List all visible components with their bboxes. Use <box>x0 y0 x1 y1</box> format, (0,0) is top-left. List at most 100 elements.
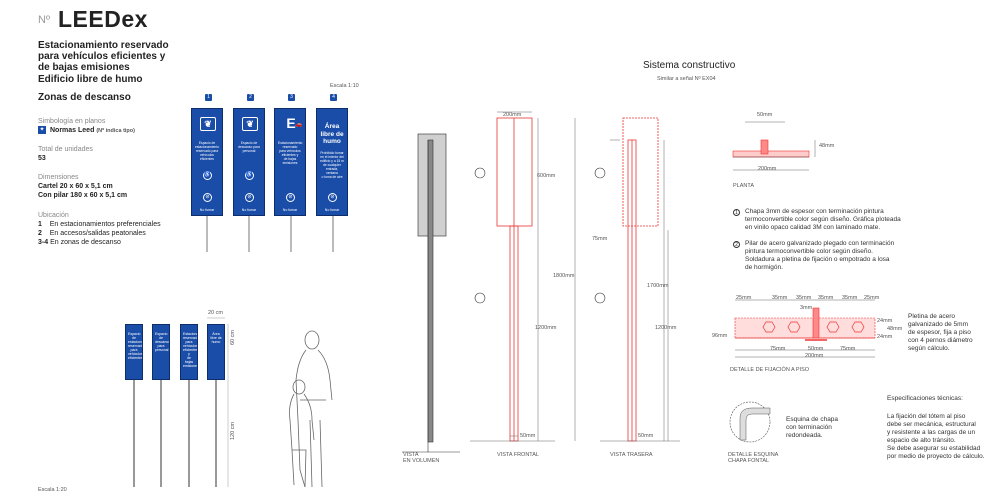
heading-third: Zonas de descanso <box>38 92 131 103</box>
dim-1200b: 1200mm <box>655 325 677 331</box>
dim-50: 50mm <box>520 433 536 439</box>
fix-dim-a: 25mm <box>736 295 752 301</box>
sign-number-1: 1 <box>205 94 212 101</box>
scale-top: Escala 1:10 <box>330 83 359 89</box>
note-1-text: Chapa 3mm de espesor con terminación pin… <box>745 208 901 231</box>
fix-dim-l: 96mm <box>712 333 728 339</box>
e-icon: E <box>286 115 296 131</box>
ubicacion-label: Ubicación <box>38 212 69 219</box>
ubicacion-item: 3-4 En zonas de descanso <box>38 239 121 246</box>
dim-48: 48mm <box>819 143 835 149</box>
sign-stake <box>332 216 334 252</box>
view-volume-label: VISTA EN VOLUMEN <box>403 452 440 464</box>
no-smoking-icon: ⊘ <box>245 193 254 202</box>
volume-view <box>402 133 460 453</box>
dim-1800: 1800mm <box>553 273 575 279</box>
sign-number-2: 2 <box>247 94 254 101</box>
fix-dim-n: 48mm <box>887 326 903 332</box>
fixing-detail <box>734 299 876 358</box>
dim-75: 75mm <box>592 236 608 242</box>
sign-stake <box>206 216 208 252</box>
total-label: Total de unidades <box>38 146 93 153</box>
sign-number-3: 3 <box>288 94 295 101</box>
fix-dim-e: 35mm <box>842 295 858 301</box>
ubicacion-list: 1 En estacionamientos preferenciales 2 E… <box>38 221 161 246</box>
fix-dim-b: 35mm <box>772 295 788 301</box>
rear-dims <box>600 139 680 442</box>
front-dims <box>470 111 576 442</box>
number-prefix: Nº <box>38 14 50 26</box>
simbologia-label: Simbología en planos <box>38 118 106 125</box>
person-adult-silhouette <box>295 330 333 488</box>
sign-pole <box>133 380 135 487</box>
small-sign-3: Estacionamiento reservado para vehículos… <box>180 324 198 380</box>
small-sign-2: Espacio de descanso para personal <box>152 324 170 380</box>
plan-view <box>732 121 816 171</box>
no-smoking-icon: ⊘ <box>286 193 295 202</box>
view-front-label: VISTA FRONTAL <box>497 452 539 458</box>
front-view <box>496 117 533 442</box>
sign-pole <box>188 380 190 487</box>
dim-50b: 50mm <box>638 433 654 439</box>
scale-bottom: Escala 1:20 <box>38 487 67 493</box>
leaf-icon: ❦ <box>200 117 216 131</box>
sign-3: E 🚗 Estacionamiento reservado para vehíc… <box>274 108 306 216</box>
constr-title: Sistema constructivo <box>643 60 736 71</box>
sign-1: ❦ Espacio de estacionamiento reservado p… <box>191 108 223 216</box>
simbologia-value: Normas Leed (Nº indica tipo) <box>50 127 135 134</box>
dimensions-label: Dimensiones <box>38 174 79 181</box>
sign-stake <box>290 216 292 252</box>
rear-view <box>622 117 659 442</box>
fix-dim-h: 75mm <box>770 346 786 352</box>
sign-stake <box>248 216 250 252</box>
view-fixing-label: DETALLE DE FIJACIÓN A PISO <box>730 367 810 373</box>
view-corner-label: DETALLE ESQUINA CHAPA FONTAL <box>728 452 779 464</box>
fix-dim-c: 35mm <box>796 295 812 301</box>
dimension-1: Cartel 20 x 60 x 5,1 cm <box>38 183 113 190</box>
dim-600: 600mm <box>537 173 556 179</box>
leed-symbol-icon: ✦ <box>38 126 46 134</box>
heading-main: Estacionamiento reservado para vehículos… <box>38 40 169 73</box>
fix-dim-m: 24mm <box>877 318 893 324</box>
small-dim-width: 20 cm <box>208 310 223 316</box>
note-2-number: 2 <box>733 241 740 248</box>
sign-4: Área libre de humo Prohibido fumar en el… <box>316 108 348 216</box>
accessibility-icon: ♿ <box>245 171 254 180</box>
dimension-2: Con pilar 180 x 60 x 5,1 cm <box>38 192 128 199</box>
sign-pole <box>215 380 217 487</box>
note-2-text: Pilar de acero galvanizado plegado con t… <box>745 240 895 271</box>
no-smoking-icon: ⊘ <box>328 193 337 202</box>
view-rear-label: VISTA TRASERA <box>610 452 653 458</box>
specs-title: Especificaciones técnicas: <box>887 395 963 402</box>
accessibility-icon: ♿ <box>203 171 212 180</box>
leaf-icon: ❦ <box>242 117 258 131</box>
pletina-note: Pletina de acero galvanizado de 5mm de e… <box>908 313 973 352</box>
dim-200b: 200mm <box>758 166 777 172</box>
specs-text: La fijación del tótem al piso debe ser m… <box>887 413 985 460</box>
dim-50c: 50mm <box>757 112 773 118</box>
sign-pole <box>160 380 162 487</box>
page-title: LEEDex <box>58 6 148 32</box>
corner-note: Esquina de chapa con terminación redonde… <box>786 416 839 439</box>
no-smoking-icon: ⊘ <box>203 193 212 202</box>
sign-2: ❦ Espacio de descanso para personal ♿ ⊘ … <box>233 108 265 216</box>
person-child-silhouette <box>289 379 315 488</box>
small-sign-1: Espacio de estacionamiento reservado par… <box>125 324 143 380</box>
fix-dim-f: 25mm <box>864 295 880 301</box>
fix-dim-g: 3mm <box>800 305 813 311</box>
car-icon: 🚗 <box>295 122 303 128</box>
constr-subtitle: Similar a señal Nº EX04 <box>657 76 716 82</box>
fix-dim-j: 75mm <box>840 346 856 352</box>
ubicacion-item: 1 En estacionamientos preferenciales <box>38 221 161 228</box>
dim-1700: 1700mm <box>647 283 669 289</box>
dim-1200: 1200mm <box>535 325 557 331</box>
small-sign-4: Área libre de humo <box>207 324 225 380</box>
dim-200: 200mm <box>503 112 522 118</box>
fix-dim-d: 35mm <box>818 295 834 301</box>
corner-detail <box>729 401 771 443</box>
fix-dim-i: 50mm <box>808 346 824 352</box>
note-1-number: 1 <box>733 209 740 216</box>
view-plan-label: PLANTA <box>733 183 754 189</box>
sign-number-4: 4 <box>330 94 337 101</box>
